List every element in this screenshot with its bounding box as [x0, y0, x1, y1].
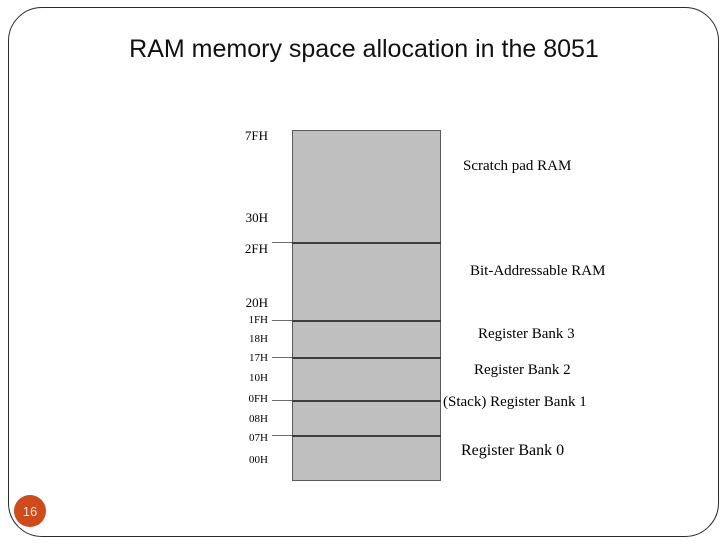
address-label: 7FH [244, 128, 268, 143]
memory-segment-divider [292, 242, 441, 244]
slide-title: RAM memory space allocation in the 8051 [129, 35, 599, 63]
memory-segment-divider [292, 357, 441, 359]
address-label: 17H [249, 352, 268, 364]
memory-region-label: Register Bank 0 [461, 442, 565, 459]
address-leader-line [272, 400, 292, 401]
address-label: 20H [245, 295, 268, 310]
memory-map-column [292, 130, 441, 481]
memory-segment-divider [292, 400, 441, 402]
address-label: 07H [249, 432, 268, 444]
address-leader-line [272, 242, 292, 243]
address-label: 18H [249, 333, 268, 345]
address-leader-line [272, 435, 292, 436]
address-label: 10H [249, 372, 268, 384]
address-label: 08H [249, 413, 268, 425]
address-label: 2FH [244, 241, 268, 256]
address-label: 30H [245, 210, 268, 225]
address-label: 1FH [248, 314, 268, 326]
memory-region-label: Scratch pad RAM [463, 158, 572, 174]
memory-region-label: (Stack) Register Bank 1 [443, 394, 587, 410]
memory-region-label: Register Bank 2 [474, 362, 571, 378]
page-number-badge: 16 [14, 495, 46, 527]
memory-region-label: Register Bank 3 [478, 326, 575, 342]
memory-segment-divider [292, 435, 441, 437]
memory-segment-divider [292, 320, 441, 322]
memory-region-label: Bit-Addressable RAM [470, 263, 606, 279]
address-leader-line [272, 357, 292, 358]
address-label: 00H [249, 454, 268, 466]
address-leader-line [272, 320, 292, 321]
address-label: 0FH [248, 393, 268, 405]
